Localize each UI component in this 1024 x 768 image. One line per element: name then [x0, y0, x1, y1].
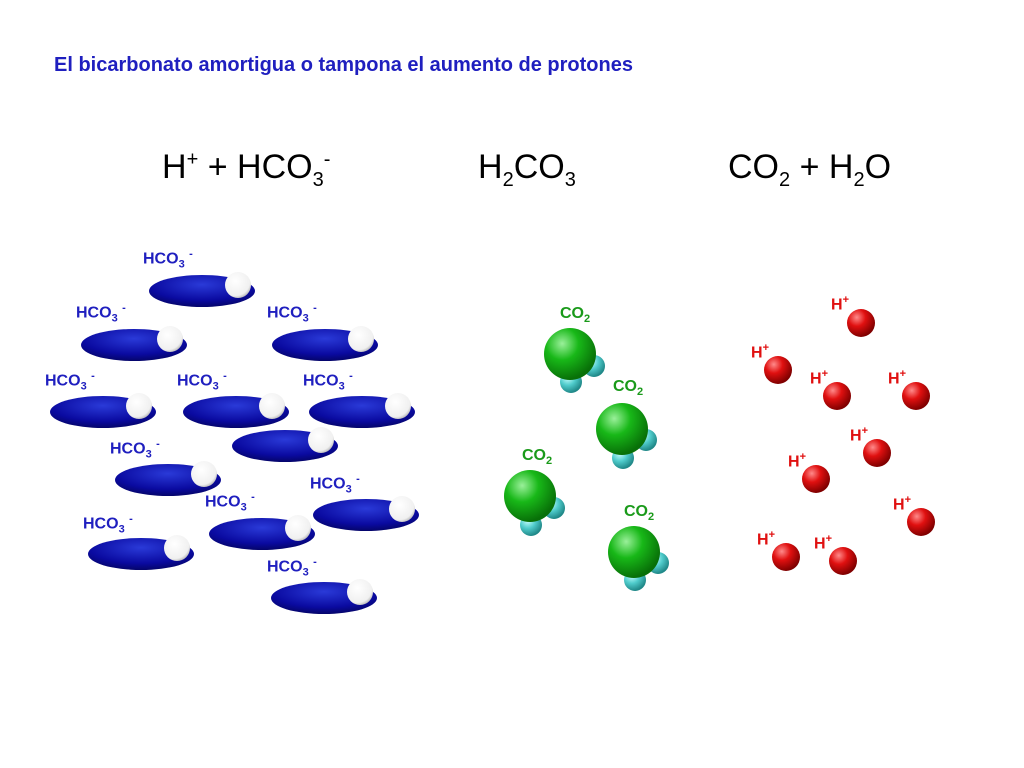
slide-title: El bicarbonato amortigua o tampona el au… — [54, 54, 633, 76]
proton-label: H+ — [810, 368, 828, 388]
bicarbonate-label: HCO3 - — [110, 438, 160, 461]
bicarbonate-ion — [183, 393, 289, 428]
co2-molecule — [596, 403, 657, 469]
proton — [907, 508, 935, 536]
proton — [802, 465, 830, 493]
co2-label: CO2 — [624, 503, 655, 524]
proton-label: H+ — [831, 294, 849, 314]
proton — [847, 309, 875, 337]
bicarbonate-ion — [271, 579, 377, 614]
proton-label: H+ — [888, 368, 906, 388]
bicarbonate-label: HCO3 - — [45, 370, 95, 393]
co2-label: CO2 — [522, 447, 553, 468]
proton-label: H+ — [757, 529, 775, 549]
co2-label: CO2 — [613, 378, 644, 399]
bicarbonate-ion — [149, 272, 255, 307]
bicarbonate-ion — [232, 427, 338, 462]
co2-molecule — [608, 526, 669, 591]
bicarbonate-ion — [313, 496, 419, 531]
bicarbonate-label: HCO3 - — [143, 248, 193, 271]
bicarbonate-label: HCO3 - — [267, 302, 317, 325]
equation-middle: H2CO3 — [478, 148, 576, 191]
co2-molecule — [544, 328, 605, 393]
proton — [772, 543, 800, 571]
co2-molecule — [504, 470, 565, 536]
equation-right: CO2 + H2O — [728, 148, 892, 191]
bicarbonate-ion — [81, 326, 187, 361]
proton-label: H+ — [893, 494, 911, 514]
bicarbonate-ion — [272, 326, 378, 361]
bicarbonate-label: HCO3 - — [303, 370, 353, 393]
proton-label: H+ — [850, 425, 868, 445]
proton — [829, 547, 857, 575]
bicarbonate-ion — [309, 393, 415, 428]
bicarbonate-label: HCO3 - — [83, 513, 133, 536]
proton-label: H+ — [788, 451, 806, 471]
bicarbonate-label: HCO3 - — [205, 491, 255, 514]
bicarbonate-ion — [88, 535, 194, 570]
bicarbonate-label: HCO3 - — [267, 556, 317, 579]
bicarbonate-label: HCO3 - — [310, 473, 360, 496]
proton — [902, 382, 930, 410]
equation-left: H+ + HCO3- — [162, 148, 331, 191]
co2-label: CO2 — [560, 305, 591, 326]
proton-label: H+ — [814, 533, 832, 553]
bicarbonate-label: HCO3 - — [76, 302, 126, 325]
proton-label: H+ — [751, 342, 769, 362]
bicarbonate-label: HCO3 - — [177, 370, 227, 393]
bicarbonate-ion — [50, 393, 156, 428]
bicarbonate-ion — [209, 515, 315, 550]
